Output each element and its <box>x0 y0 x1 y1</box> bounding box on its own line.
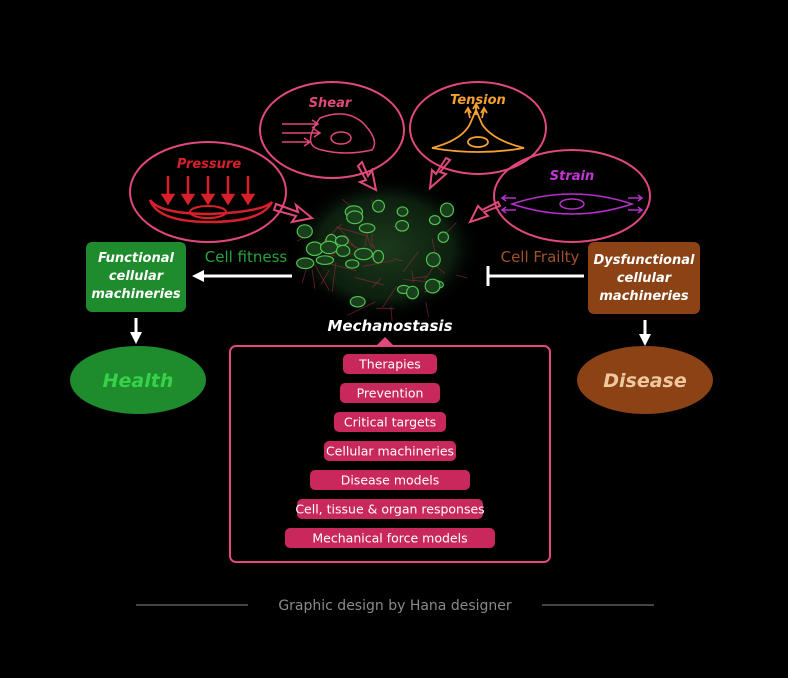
cell-filament <box>456 274 468 279</box>
strain-to-cell-arrow <box>468 200 502 224</box>
cell-body <box>405 285 420 300</box>
force-arrows <box>272 156 502 224</box>
dysfunctional-machineries-box <box>588 242 700 314</box>
strain-label: Strain <box>550 169 594 184</box>
pyramid-tier <box>334 412 446 432</box>
cell-filament <box>335 226 367 237</box>
functional-line-3: machineries <box>91 287 180 302</box>
cell-filament <box>403 279 427 283</box>
pyramid-tier <box>343 354 437 374</box>
mechanostasis-label: Mechanostasis <box>328 317 453 335</box>
shear-to-cell-arrow <box>356 160 378 192</box>
shear-flow-icon <box>282 113 376 154</box>
dysfunctional-line-2: cellular <box>617 271 673 286</box>
tension-to-cell-arrow <box>428 156 452 191</box>
cell-body <box>354 247 374 261</box>
functional-line-2: cellular <box>109 269 165 284</box>
cell-filament <box>320 270 330 285</box>
health-ellipse <box>70 346 206 414</box>
cell-filament <box>412 276 427 279</box>
cell-body <box>424 278 441 294</box>
pressure-arrows-icon <box>160 176 256 206</box>
health-label: Health <box>103 370 174 392</box>
cell-filament <box>331 262 337 292</box>
cell-body <box>315 255 335 266</box>
cell-filament <box>346 301 376 316</box>
pressure-to-cell-arrow <box>272 202 315 224</box>
pyramid-tier-label: Disease models <box>341 473 440 488</box>
cell-fitness-label: Cell fitness <box>205 248 288 266</box>
pyramid-tier <box>285 528 495 548</box>
cell-body <box>358 223 376 234</box>
pyramid-tier-label: Cellular machineries <box>326 444 454 459</box>
cell-body <box>428 214 441 226</box>
pyramid-tier <box>297 499 483 519</box>
cell-body <box>395 219 410 232</box>
cell-filament <box>381 285 398 309</box>
cell-body <box>296 224 313 239</box>
disease-label: Disease <box>603 370 687 392</box>
cell-body <box>334 235 349 247</box>
pyramid-apex <box>376 337 394 346</box>
cell-body <box>396 206 409 217</box>
pressure-label: Pressure <box>177 157 241 172</box>
cell-filament <box>327 263 357 271</box>
strain-ellipse: Strain <box>493 149 651 243</box>
cell-filament <box>402 251 419 273</box>
cell-micrograph <box>289 176 481 322</box>
cell-body <box>319 240 339 255</box>
disease-ellipse <box>577 346 713 414</box>
pyramid-tier <box>340 383 440 403</box>
cell-body <box>349 295 366 308</box>
functional-line-1: Functional <box>98 251 174 266</box>
cell-body <box>346 210 364 225</box>
tension-label: Tension <box>450 93 506 108</box>
pyramid-tier <box>310 470 470 490</box>
pyramid-tier-label: Critical targets <box>344 415 436 430</box>
pyramid-tier-label: Therapies <box>358 357 421 372</box>
flattened-cell-icon <box>148 199 274 224</box>
shear-ellipse: Shear <box>259 81 405 179</box>
cell-body <box>296 257 315 270</box>
shear-label: Shear <box>309 96 353 111</box>
pressure-ellipse: Pressure <box>129 141 287 243</box>
cell-filament <box>366 235 372 248</box>
cell-filament <box>372 277 382 288</box>
tension-cell-icon <box>431 102 525 153</box>
cell-body <box>425 252 441 268</box>
cell-body <box>439 202 455 218</box>
dysfunctional-line-1: Dysfunctional <box>594 253 696 268</box>
pyramid-tier-label: Prevention <box>357 386 424 401</box>
pyramid-tier-label: Cell, tissue & organ responses <box>295 502 484 517</box>
pyramid-tier <box>324 441 456 461</box>
tension-ellipse: Tension <box>409 81 547 175</box>
cell-filament <box>314 263 330 291</box>
cell-body <box>345 259 360 269</box>
functional-machineries-box <box>86 242 186 312</box>
cell-body <box>335 244 351 257</box>
cell-body <box>437 231 450 243</box>
cell-frailty-label: Cell Frailty <box>501 248 580 266</box>
cell-filament <box>425 301 429 317</box>
strain-cell-icon <box>500 193 644 215</box>
credit-text: Graphic design by Hana designer <box>278 598 512 614</box>
cell-filament <box>354 277 385 286</box>
cell-filament <box>311 269 316 289</box>
dysfunctional-line-3: machineries <box>599 289 688 304</box>
cell-body <box>371 199 386 213</box>
cell-filament <box>393 258 404 262</box>
pyramid-tier-label: Mechanical force models <box>312 531 467 546</box>
cell-body <box>372 249 385 264</box>
cell-filament <box>411 270 414 283</box>
